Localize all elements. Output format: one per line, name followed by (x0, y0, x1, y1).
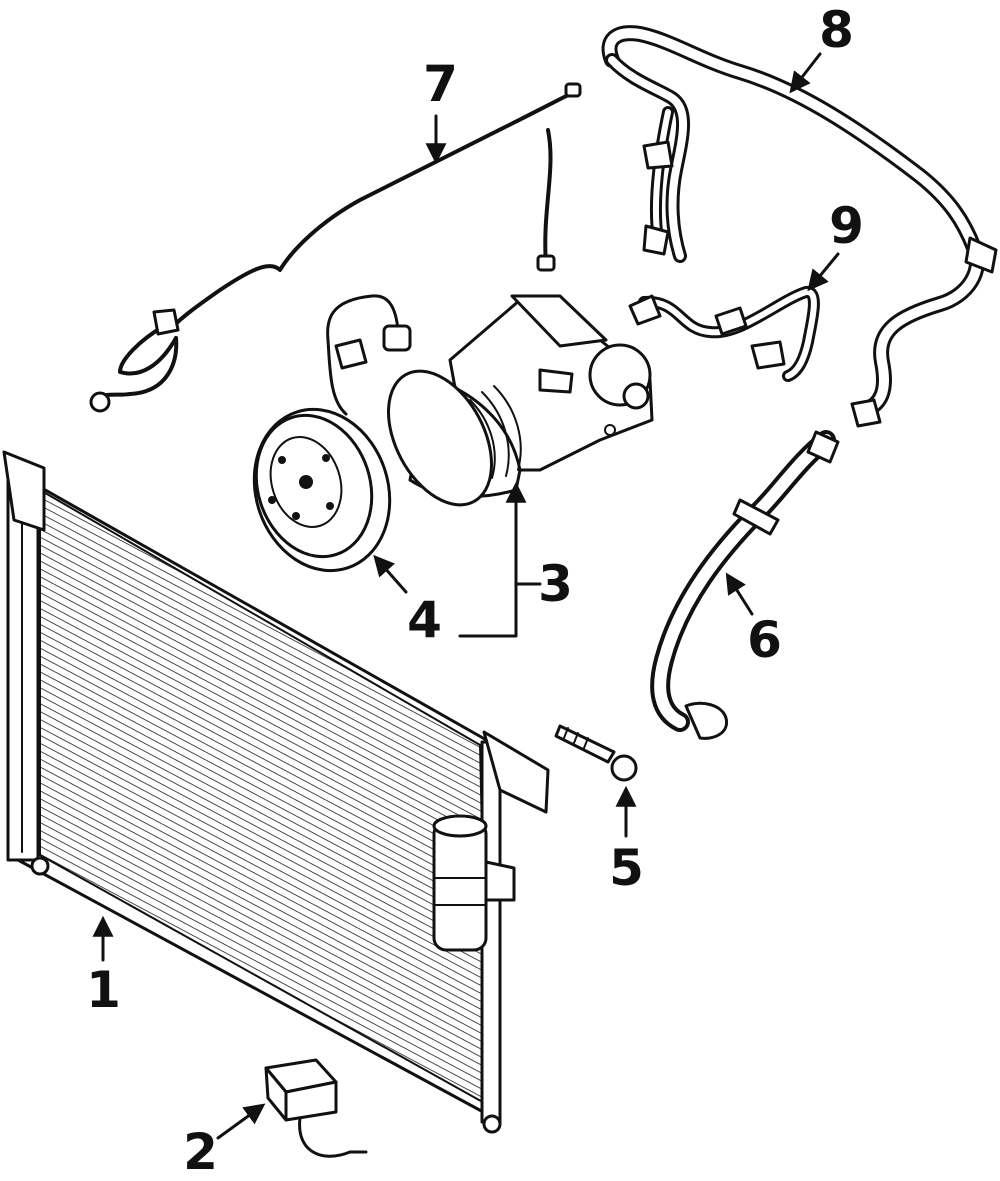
compressor (387, 294, 654, 507)
discharge-hose (650, 430, 840, 740)
pressure-pipe (628, 286, 820, 382)
callout-3: 3 (538, 555, 573, 613)
suction-line (601, 25, 998, 428)
callout-9: 9 (829, 197, 864, 255)
leader-9 (807, 252, 840, 292)
leader-6 (725, 572, 754, 616)
callout-5: 5 (609, 839, 644, 897)
mounting-bolt (554, 724, 638, 782)
leader-2 (216, 1103, 266, 1140)
callout-4: 4 (407, 591, 442, 649)
callout-6: 6 (747, 611, 782, 669)
leader-4 (373, 554, 408, 594)
condenser (2, 450, 550, 1134)
leader-3 (458, 481, 527, 638)
callout-7: 7 (423, 55, 458, 113)
leader-lines (92, 52, 840, 1140)
callout-8: 8 (819, 1, 854, 59)
clutch-pulley (252, 294, 412, 573)
callout-2: 2 (183, 1123, 218, 1181)
ambient-sensor (264, 1058, 368, 1158)
wiring-harness (89, 82, 582, 413)
leader-8 (789, 52, 822, 94)
callout-1: 1 (86, 961, 121, 1019)
